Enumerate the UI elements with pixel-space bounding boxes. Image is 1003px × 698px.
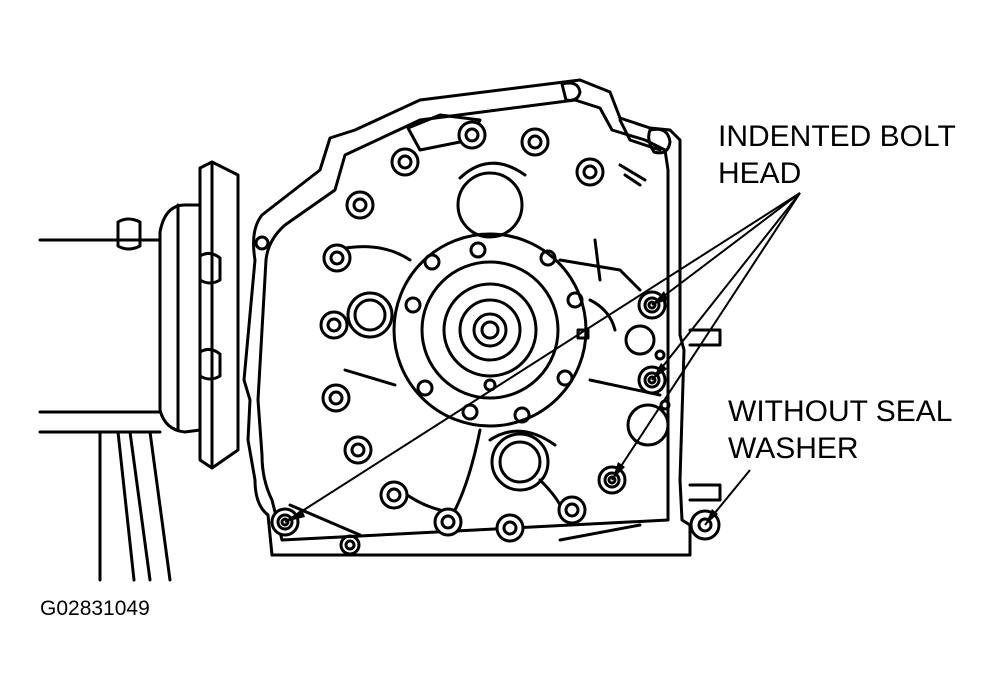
bolt-head-icon	[343, 435, 373, 465]
bolt-head-icon	[390, 147, 420, 177]
internal-features	[333, 113, 671, 512]
indented-bolt-head-label-line1: INDENTED BOLT	[718, 120, 956, 153]
bolt-head-icon	[557, 495, 587, 525]
bolt-head-icon	[379, 480, 409, 510]
bolt-head-icon	[457, 120, 487, 150]
figure-code: G02831049	[40, 597, 150, 620]
bolt-head-icon	[322, 243, 352, 273]
adapter-plate	[158, 160, 240, 470]
bolt-head-icon	[433, 507, 463, 537]
bolt-head-icon	[495, 513, 525, 543]
without-seal-washer-label-line1: WITHOUT SEAL	[728, 395, 953, 428]
case-outline	[242, 78, 722, 557]
bearing-retainer	[392, 232, 590, 428]
without-seal-washer-label-line2: WASHER	[728, 432, 859, 465]
bolt-head-icon	[575, 157, 605, 187]
leader-lines	[284, 192, 801, 526]
case-bolts	[319, 120, 605, 543]
leader-arrowheads	[285, 291, 718, 525]
bolt-head-icon	[321, 383, 351, 413]
support-stand	[38, 217, 172, 582]
bolt-head-icon	[319, 310, 349, 340]
bolt-head-icon	[520, 127, 550, 157]
indented-bolt-head-label-line2: HEAD	[718, 157, 802, 190]
bolt-head-icon	[345, 190, 375, 220]
